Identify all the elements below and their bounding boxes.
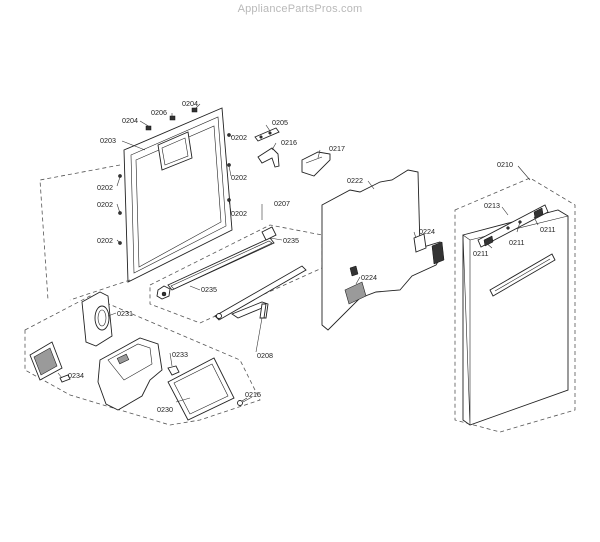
label-0205: 0205 bbox=[272, 118, 288, 127]
label-0231: 0231 bbox=[117, 309, 133, 318]
label-0204-top: 0204 bbox=[182, 99, 198, 108]
label-0202-right-3: 0202 bbox=[231, 209, 247, 218]
label-0235-right: 0235 bbox=[283, 236, 299, 245]
label-0202-right-2: 0202 bbox=[231, 173, 247, 182]
label-0204-left: 0204 bbox=[122, 116, 138, 125]
leader-lines bbox=[57, 103, 539, 403]
label-0202-left-3: 0202 bbox=[97, 236, 113, 245]
label-0230: 0230 bbox=[157, 405, 173, 414]
group-outline-outer-door bbox=[454, 177, 576, 433]
label-0224-left: 0224 bbox=[361, 273, 377, 282]
inner-door-panel bbox=[118, 107, 233, 283]
control-module-parts bbox=[29, 291, 248, 421]
label-0215: 0215 bbox=[245, 390, 261, 399]
label-0233: 0233 bbox=[172, 350, 188, 359]
part-labels: 0203 0204 0206 0204 0202 0202 0202 0202 … bbox=[68, 99, 555, 414]
label-0217: 0217 bbox=[329, 144, 345, 153]
label-0213: 0213 bbox=[484, 201, 500, 210]
label-0203: 0203 bbox=[100, 136, 116, 145]
insulation-panel bbox=[321, 169, 445, 331]
label-0202-right-1: 0202 bbox=[231, 133, 247, 142]
label-0211-right: 0211 bbox=[540, 225, 555, 234]
label-0211-center: 0211 bbox=[509, 238, 524, 247]
label-0207: 0207 bbox=[274, 199, 290, 208]
outer-door-panel bbox=[462, 204, 569, 426]
label-0208: 0208 bbox=[257, 351, 273, 360]
hinge-bars bbox=[156, 226, 307, 321]
hinge-parts bbox=[254, 127, 331, 177]
label-0210: 0210 bbox=[497, 160, 513, 169]
label-0206: 0206 bbox=[151, 108, 167, 117]
label-0202-left-2: 0202 bbox=[97, 200, 113, 209]
label-0216: 0216 bbox=[281, 138, 297, 147]
watermark-text: AppliancePartsPros.com bbox=[237, 3, 363, 15]
group-outline-left bbox=[39, 164, 131, 301]
label-0234: 0234 bbox=[68, 371, 84, 380]
label-0235-left: 0235 bbox=[201, 285, 217, 294]
label-0224-right: 0224 bbox=[419, 227, 435, 236]
label-0211-left: 0211 bbox=[473, 249, 488, 258]
label-0202-left-1: 0202 bbox=[97, 183, 113, 192]
label-0222: 0222 bbox=[347, 176, 363, 185]
